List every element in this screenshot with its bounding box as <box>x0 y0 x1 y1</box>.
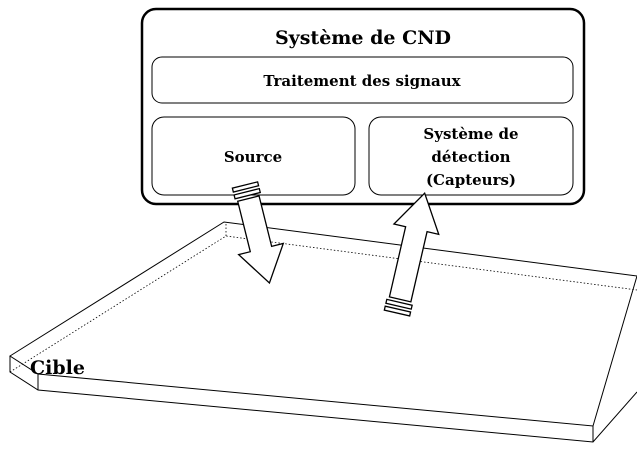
detection-arrow-stripe <box>385 298 413 310</box>
target-plate-top-face <box>9 221 637 427</box>
ndt-system-box: Système de CND Traitement des signaux So… <box>140 7 586 206</box>
emission-arrow-stripe <box>233 187 262 200</box>
detection-label-line-2: détection <box>431 148 510 166</box>
detection-arrow-body <box>388 191 440 303</box>
detection-arrow <box>383 191 440 317</box>
system-title: Système de CND <box>275 27 451 49</box>
target-plate-hidden-edge <box>9 235 637 373</box>
emission-arrow-body <box>236 195 285 285</box>
source-label: Source <box>224 148 282 166</box>
detection-label-line-3: (Capteurs) <box>426 171 516 189</box>
emission-arrow-stripe <box>231 181 260 193</box>
signal-processing-box <box>151 56 574 104</box>
emission-arrow <box>231 181 285 285</box>
detection-arrow-stripe <box>383 305 412 317</box>
detection-label-line-1: Système de <box>423 125 518 143</box>
target-label: Cible <box>30 357 85 379</box>
target-plate: Cible <box>9 221 637 443</box>
signal-processing-label: Traitement des signaux <box>263 72 461 90</box>
detection-system-box <box>368 116 574 196</box>
target-plate-front-face <box>10 356 637 442</box>
source-box <box>151 116 356 196</box>
